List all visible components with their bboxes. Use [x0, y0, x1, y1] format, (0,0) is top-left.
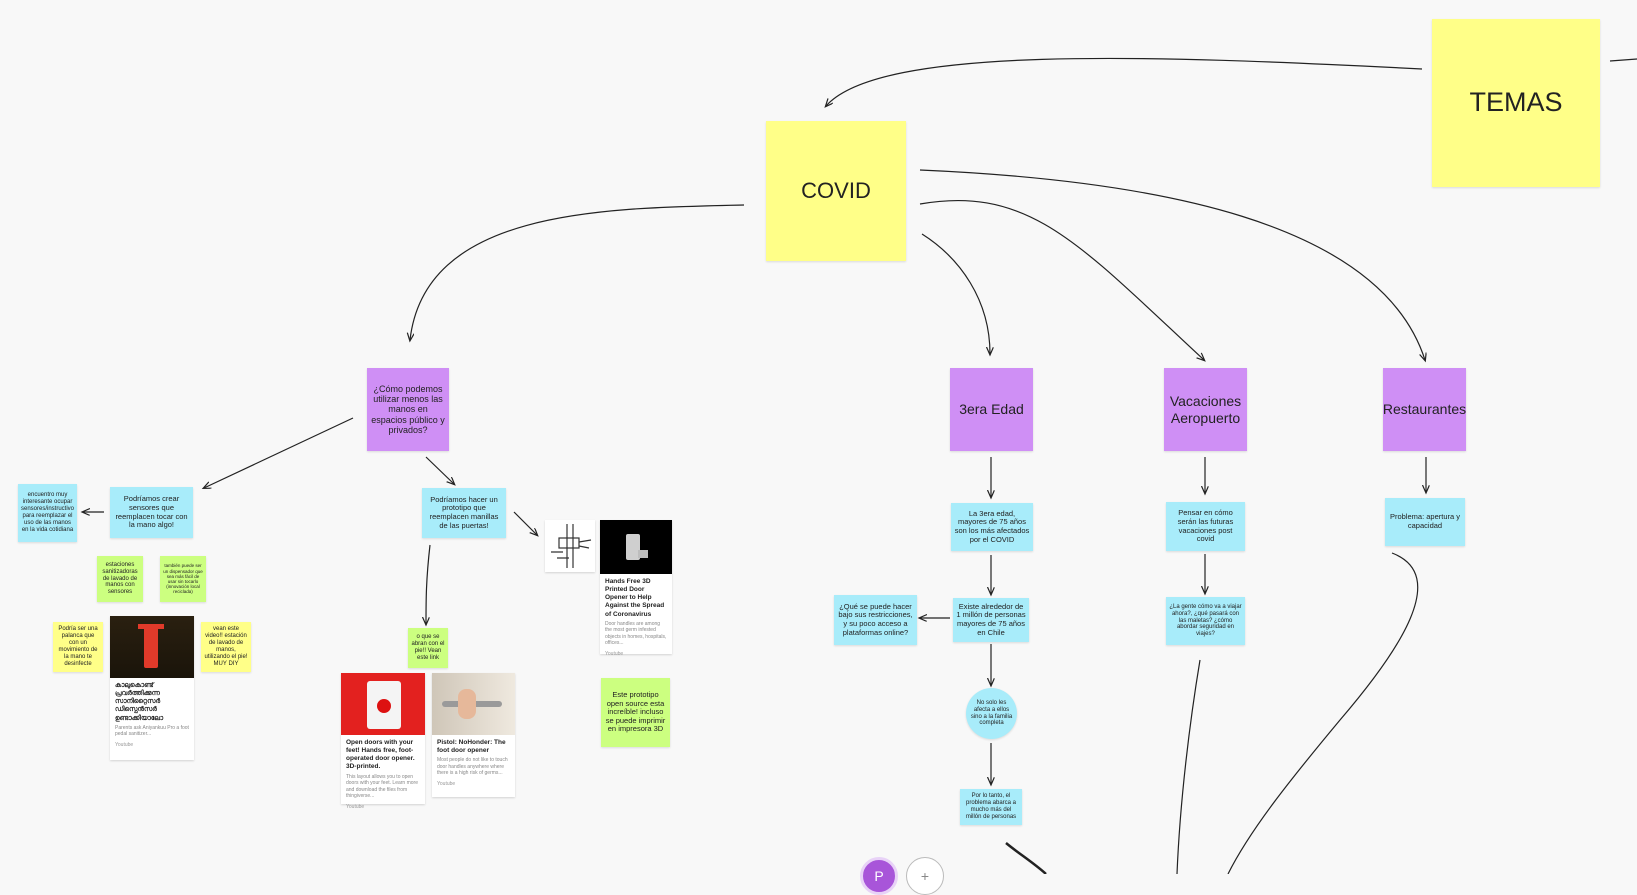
link-thumbnail [600, 520, 672, 574]
connector-covid-restaurantes [919, 169, 1425, 360]
card-source: Youtube [115, 741, 134, 748]
connector-temas-covid [826, 57, 1423, 106]
card-source: Youtube [346, 803, 365, 810]
door-opener-sketch-icon [551, 524, 592, 568]
handle-graphic [377, 699, 391, 713]
connector-temas-offscreen [1609, 58, 1637, 62]
sticky-note-open-source[interactable]: Este prototipo open source esta increíbl… [601, 678, 670, 747]
card-description: Parents ask Aniyankuu Pro a foot pedal s… [115, 724, 189, 738]
printed-part-arm-graphic [638, 550, 648, 558]
printed-part-graphic [626, 534, 640, 560]
card-source: Youtube [605, 650, 624, 657]
sticky-note-vacaciones-1[interactable]: Pensar en cómo serán las futuras vacacio… [1166, 502, 1245, 551]
sticky-note-edad-fact-1[interactable]: La 3era edad, mayores de 75 años son los… [951, 503, 1033, 551]
connector-covid-vacaciones [919, 199, 1204, 360]
pump-head-graphic [138, 624, 164, 629]
card-title: Open doors with your feet! Hands free, f… [346, 739, 415, 771]
card-title: Hands Free 3D Printed Door Opener to Hel… [605, 578, 665, 618]
sticky-note-estaciones[interactable]: estaciones sanitizadoras de lavado de ma… [97, 556, 143, 602]
sticky-note-edad-fact-3[interactable]: Por lo tanto, el problema abarca a mucho… [960, 789, 1022, 825]
video-thumbnail [110, 616, 194, 678]
connector-bottom-stub [1005, 842, 1047, 874]
sticky-note-video[interactable]: vean este video!! estación de lavado de … [201, 622, 251, 672]
card-source: Youtube [437, 780, 456, 787]
connector-rest-down [1227, 552, 1419, 874]
sticky-note-vacaciones-2[interactable]: ¿La gente cómo va a viajar ahora?, ¿qué … [1166, 597, 1245, 645]
video-thumbnail [341, 673, 425, 735]
connector-note2-down [1176, 659, 1201, 874]
sticky-note-dispensador[interactable]: también puede ser un dispensador que sea… [160, 556, 206, 602]
sticky-note-sensores-comment[interactable]: encuentro muy interesante ocupar sensore… [18, 484, 77, 542]
sticky-note-prototipo[interactable]: Podríamos hacer un prototipo que reempla… [422, 488, 506, 538]
card-description: This layout allows you to open doors wit… [346, 773, 418, 800]
hand-graphic [458, 689, 476, 719]
add-collaborator-button[interactable]: + [906, 857, 944, 895]
sticky-note-sensores[interactable]: Podríamos crear sensores que reemplacen … [110, 487, 193, 538]
sticky-note-3era-edad[interactable]: 3era Edad [950, 368, 1033, 451]
sticky-note-edad-fact-2[interactable]: Existe alrededor de 1 millón de personas… [953, 598, 1029, 642]
video-thumbnail [432, 673, 515, 735]
card-description: Most people do not like to touch door ha… [437, 757, 508, 777]
link-card-3d-printed-opener[interactable]: Hands Free 3D Printed Door Opener to Hel… [600, 520, 672, 657]
video-card-feet-door[interactable]: Open doors with your feet! Hands free, f… [341, 673, 425, 810]
card-title: കാലുകൊണ്ട് പ്രവർത്തിക്കുന്ന സാനിറ്റൈസർ ഡ… [115, 682, 164, 722]
image-door-opener-sketch[interactable] [545, 520, 595, 572]
card-title: Pistol: NoHonder: The foot door opener [437, 739, 506, 755]
sticky-note-restaurantes[interactable]: Restaurantes [1383, 368, 1466, 451]
sticky-note-vacaciones[interactable]: Vacaciones Aeropuerto [1164, 368, 1247, 451]
sticky-note-palanca[interactable]: Podría ser una palanca que con un movimi… [53, 622, 103, 672]
connector-covid-manos [410, 204, 745, 340]
sticky-note-edad-question[interactable]: ¿Qué se puede hacer bajo sus restriccion… [834, 595, 917, 645]
connector-prototipo-pie [426, 544, 431, 624]
sticky-note-restaurantes-1[interactable]: Problema: apertura y capacidad [1385, 498, 1465, 546]
sticky-note-manos[interactable]: ¿Cómo podemos utilizar menos las manos e… [367, 368, 449, 451]
circle-note-familia[interactable]: No solo les afecta a ellos sino a la fam… [966, 688, 1017, 739]
collaborator-avatar[interactable]: P [860, 857, 898, 895]
sticky-note-pie[interactable]: o que se abran con el pie!! Vean este li… [408, 628, 448, 668]
card-description: Door handles are among the most germ inf… [605, 620, 667, 647]
sticky-note-temas[interactable]: TEMAS [1432, 19, 1600, 187]
connector-manos-sensores [204, 417, 354, 488]
sticky-note-covid[interactable]: COVID [766, 121, 906, 261]
video-card-nohonder[interactable]: Pistol: NoHonder: The foot door opener M… [432, 673, 515, 797]
connector-prototipo-cards [513, 511, 537, 535]
bottle-pump-graphic [144, 624, 158, 668]
connector-manos-prototipo [425, 456, 454, 484]
connector-covid-edad [921, 233, 990, 354]
video-card-pedal-sanitizer[interactable]: കാലുകൊണ്ട് പ്രവർത്തിക്കുന്ന സാനിറ്റൈസർ ഡ… [110, 616, 194, 760]
